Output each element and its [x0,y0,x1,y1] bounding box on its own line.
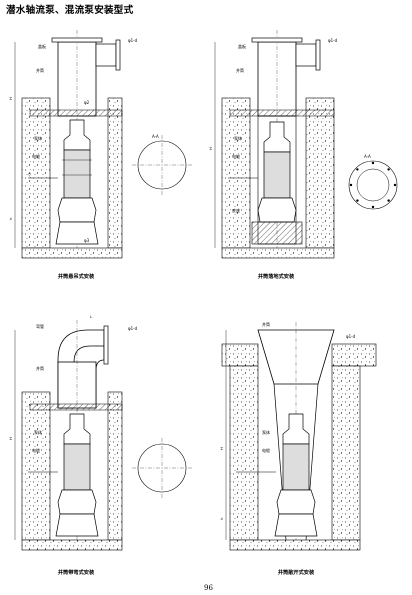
label-base-2: 底座 [232,207,240,213]
label-cable-3: 电缆 [32,447,40,453]
page-number: 96 [204,584,213,592]
label-phi1-4: φ1-d [346,334,356,339]
label-well-3: 井筒 [36,365,44,371]
label-cover-1: 盖板 [38,43,46,49]
label-phi1-3: φ1-d [128,326,138,331]
diagram-3-bend: H L 弯管 井筒 泵体 电缆 φ1-d 井筒带弯式安装 [8,314,192,576]
label-body-3: 泵体 [34,429,42,435]
label-phi1-1: φ1-d [128,38,138,43]
label-cable-2: 电缆 [232,153,240,159]
caption-1: 井筒悬吊式安装 [58,272,95,280]
dim-h-1: H [8,97,13,100]
label-well-4: 井筒 [262,321,270,327]
section-label-2: A-A [364,154,371,159]
dim-h-4: H [219,447,224,450]
label-cable-1: 电缆 [32,153,40,159]
label-phi1-2: φ1-d [328,38,338,43]
dim-l-3: L [90,314,93,319]
dim-h-3: H [8,437,13,440]
label-bend-3: 弯管 [36,323,44,329]
label-body-4: 泵体 [262,429,270,435]
diagram-1-suspended: ▽ H h 盖板 井筒 泵体 电缆 φ1-d φ2 φ3 A-A 井筒悬吊式安装 [8,30,192,280]
caption-2: 井筒落地式安装 [258,272,295,280]
label-cover-2: 盖板 [238,43,246,49]
caption-4: 井筒敞开式安装 [278,568,315,576]
label-body-1: 泵体 [34,135,42,141]
caption-3: 井筒带弯式安装 [58,568,95,576]
water-level-1: ▽ [28,172,32,177]
label-well-2: 井筒 [236,67,244,73]
label-body-2: 泵体 [234,135,242,141]
dim-small-h-4: h [219,517,224,520]
label-cable-4: 电缆 [262,447,270,453]
label-well-1: 井筒 [36,67,44,73]
section-label-1: A-A [152,134,159,139]
dim-small-h-1: h [8,217,13,220]
diagram-4-open: H h 井筒 泵体 电缆 φ1-d 井筒敞开式安装 [219,321,377,576]
dim-h-2: H [208,147,213,150]
page-title: 潜水轴流泵、混流泵安装型式 [6,5,134,16]
label-phi3-1: φ3 [84,238,90,243]
label-phi2-1: φ2 [84,100,90,105]
diagram-2-floor: H 盖板 井筒 泵体 电缆 底座 φ1-d A-A 井筒落地式安装 [208,30,398,280]
